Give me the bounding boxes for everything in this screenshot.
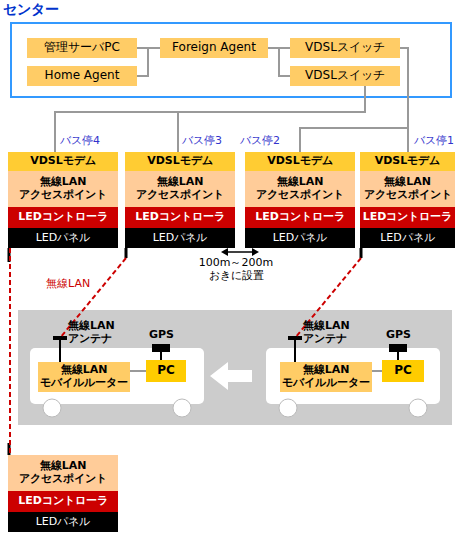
node-text: 無線LAN アクセスポイント (8, 460, 118, 485)
antenna-mast (59, 338, 61, 362)
node-text: LEDコントローラ (135, 211, 225, 224)
led-panel-box: LEDパネル (8, 512, 118, 532)
server-box: Foreign Agent (160, 38, 268, 58)
node-text: LEDパネル (36, 516, 91, 529)
bus-body (30, 348, 204, 404)
access-point-box: 無線LAN アクセスポイント (245, 171, 355, 207)
led-panel-box: LEDパネル (245, 228, 355, 248)
access-point-box: 無線LAN アクセスポイント (8, 455, 118, 491)
node-text: PC (157, 364, 175, 378)
access-point-box: 無線LAN アクセスポイント (360, 171, 455, 207)
server-box: VDSLスイッチ (290, 38, 400, 58)
mobile-router-box: 無線LAN モバイルルーター (280, 362, 372, 392)
distance-arrow (226, 251, 254, 253)
bus-stop-label: バス停1 (414, 135, 454, 148)
node-text: 無線LAN アクセスポイント (360, 176, 455, 201)
led-controller-box: LEDコントローラ (360, 207, 455, 228)
vdsl-modem-box: VDSLモデム (125, 152, 235, 171)
bus-wheel (279, 399, 297, 417)
led-controller-box: LEDコントローラ (8, 491, 118, 512)
bus-wheel (409, 399, 427, 417)
node-text: LEDパネル (380, 232, 435, 245)
access-point-box: 無線LAN アクセスポイント (8, 171, 118, 207)
node-text: Home Agent (45, 69, 120, 83)
node-text: VDSLスイッチ (305, 69, 385, 83)
node-text: LEDコントローラ (363, 211, 453, 224)
gps-receiver (389, 344, 407, 352)
node-text: VDSLモデム (267, 155, 333, 168)
led-panel-box: LEDパネル (360, 228, 455, 248)
bus-stop-label: バス停3 (182, 135, 222, 148)
ap-antenna (8, 248, 11, 262)
center-group-box: センター管理サーバPCForeign AgentVDSLスイッチHome Age… (10, 22, 452, 98)
group-heading: センター (3, 1, 59, 17)
vdsl-modem-box: VDSLモデム (245, 152, 355, 171)
direction-arrow (210, 362, 252, 390)
bus-wheel (43, 399, 61, 417)
ap-antenna (360, 248, 363, 258)
node-text: VDSLモデム (30, 155, 96, 168)
distance-arrow-head (221, 248, 228, 256)
node-text: Foreign Agent (172, 41, 256, 55)
antenna-mast (294, 338, 296, 362)
server-box: Home Agent (27, 66, 137, 86)
node-text: 無線LAN モバイルルーター (38, 364, 130, 389)
gps-label: GPS (386, 329, 411, 342)
wireless-link (9, 248, 11, 455)
node-text: LEDパネル (36, 232, 91, 245)
server-box: 管理サーバPC (27, 38, 137, 58)
distance-note: 100m～200m おきに設置 (196, 257, 276, 282)
node-text: 管理サーバPC (44, 41, 120, 55)
gps-wire (160, 352, 162, 360)
node-text: PC (394, 364, 412, 378)
led-panel-box: LEDパネル (8, 228, 118, 248)
vdsl-modem-box: VDSLモデム (360, 152, 455, 171)
led-controller-box: LEDコントローラ (245, 207, 355, 228)
gps-wire (397, 352, 399, 360)
server-box: VDSLスイッチ (290, 66, 400, 86)
bus-body (266, 348, 440, 404)
wireless-label: 無線LAN (46, 278, 90, 291)
ap-antenna (125, 248, 128, 258)
gps-receiver (152, 344, 170, 352)
node-text: VDSLスイッチ (305, 41, 385, 55)
ap-antenna (8, 443, 11, 455)
mobile-router-box: 無線LAN モバイルルーター (38, 362, 130, 392)
led-controller-box: LEDコントローラ (125, 207, 235, 228)
node-text: 無線LAN モバイルルーター (280, 364, 372, 389)
vdsl-modem-box: VDSLモデム (8, 152, 118, 171)
node-text: VDSLモデム (375, 155, 441, 168)
network-cable (372, 370, 382, 372)
node-text: 無線LAN アクセスポイント (245, 176, 355, 201)
antenna-label: 無線LAN アンテナ (68, 320, 124, 345)
bus-stop-label: バス停2 (240, 135, 280, 148)
pc-box: PC (146, 360, 186, 382)
road-band (18, 310, 452, 425)
network-cable (130, 370, 146, 372)
node-text: LEDコントローラ (18, 495, 108, 508)
node-text: VDSLモデム (147, 155, 213, 168)
bus-wheel (173, 399, 191, 417)
bus-stop-label: バス停4 (60, 135, 100, 148)
node-text: 無線LAN アクセスポイント (8, 176, 118, 201)
antenna-label: 無線LAN アンテナ (303, 320, 359, 345)
led-controller-box: LEDコントローラ (8, 207, 118, 228)
node-text: LEDパネル (153, 232, 208, 245)
led-panel-box: LEDパネル (125, 228, 235, 248)
access-point-box: 無線LAN アクセスポイント (125, 171, 235, 207)
node-text: LEDコントローラ (18, 211, 108, 224)
distance-arrow-head (252, 248, 259, 256)
node-text: LEDコントローラ (255, 211, 345, 224)
node-text: 無線LAN アクセスポイント (125, 176, 235, 201)
node-text: LEDパネル (273, 232, 328, 245)
gps-label: GPS (149, 329, 174, 342)
pc-box: PC (382, 360, 424, 382)
